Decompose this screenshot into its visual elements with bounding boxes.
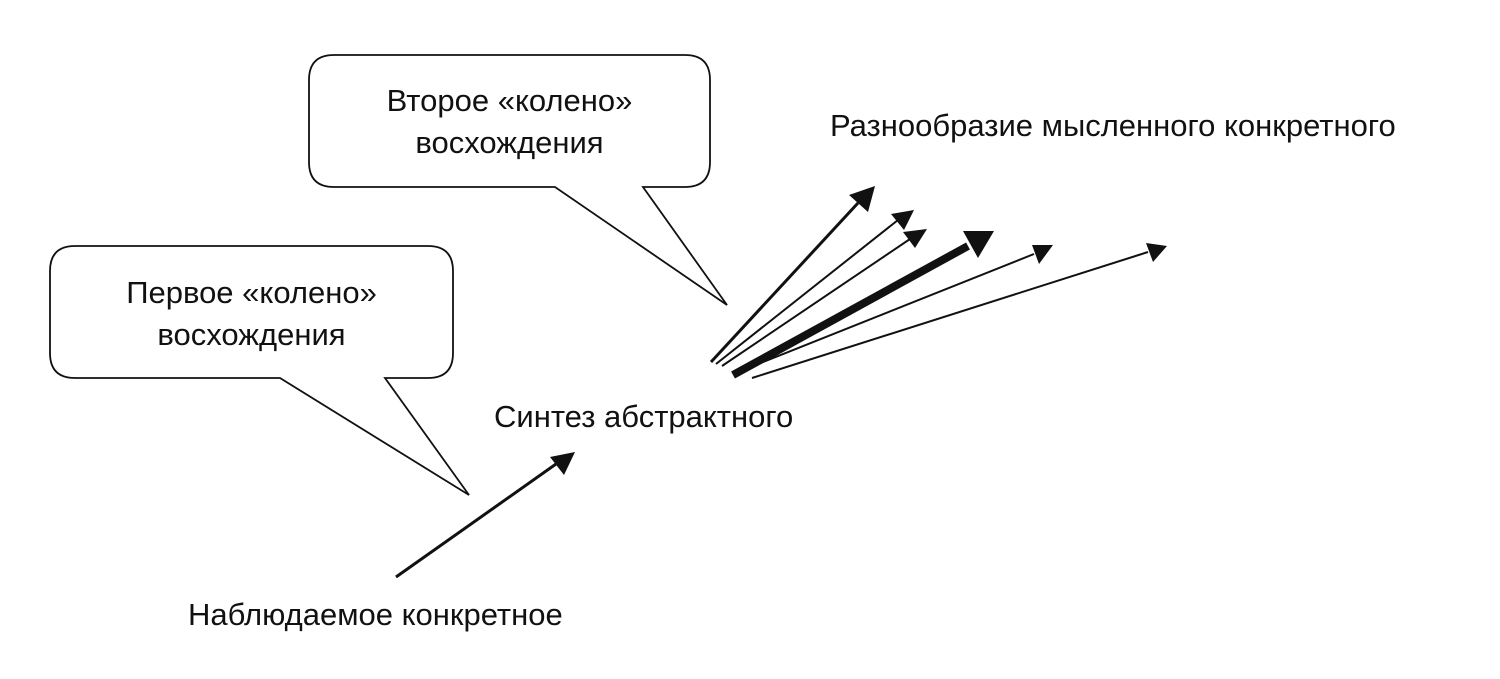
arrow-fan-3 <box>721 229 927 367</box>
arrow-fan-5 <box>737 245 1053 373</box>
arrow-fan <box>709 186 1167 379</box>
label-synthesis: Синтез абстрактного <box>494 399 794 434</box>
label-diversity: Разнообразие мысленного конкретного <box>830 108 1396 143</box>
callout-second-line1: Второе «колено» <box>386 83 633 118</box>
callout-second-bubble <box>308 54 728 306</box>
label-observed: Наблюдаемое конкретное <box>188 597 563 632</box>
callout-first-text: Первое «колено» восхождения <box>50 272 453 356</box>
callout-second-text: Второе «колено» восхождения <box>309 80 710 164</box>
arrow-fan-4-bold <box>731 231 994 379</box>
arrow-fan-2 <box>715 210 914 365</box>
callout-second-line2: восхождения <box>415 125 604 160</box>
callout-first-line1: Первое «колено» <box>126 275 377 310</box>
callout-first-bubble <box>49 245 470 496</box>
callout-first-line2: восхождения <box>157 317 346 352</box>
arrow-observed-to-synthesis <box>395 452 575 579</box>
arrow-fan-1 <box>709 186 875 364</box>
arrow-fan-6 <box>751 243 1167 379</box>
